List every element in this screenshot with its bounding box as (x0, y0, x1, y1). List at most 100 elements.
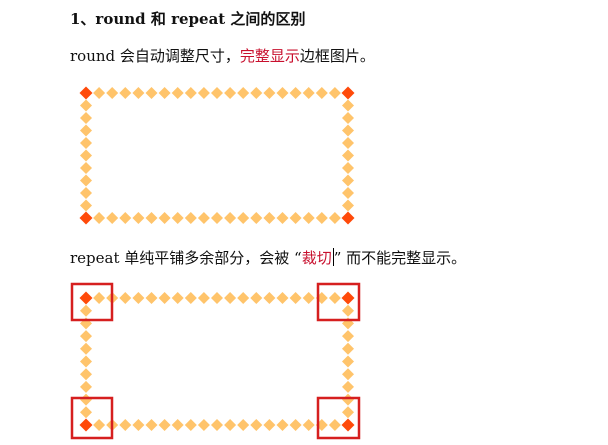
border-edge-tile (237, 292, 250, 304)
repeat-text-after: ” 而不能完整显示。 (333, 249, 467, 267)
round-paragraph: round 会自动调整尺寸，完整显示边框图片。 (70, 45, 375, 66)
border-edge-tile (342, 380, 354, 393)
border-edge-tile (93, 292, 106, 304)
border-edge-tile (315, 212, 328, 224)
border-edge-tile (263, 87, 276, 99)
border-edge-tile (237, 212, 250, 224)
repeat-border-example (79, 291, 355, 432)
border-edge-tile (158, 292, 171, 304)
repeat-text-before: repeat 单纯平铺多余部分，会被 “ (70, 249, 302, 267)
border-edge-tile (302, 212, 315, 224)
border-edge-tile (342, 174, 354, 187)
border-corner-tile (341, 211, 355, 225)
border-corner-tile (341, 86, 355, 100)
border-edge-tile (276, 212, 289, 224)
border-edge-tile (342, 162, 354, 174)
round-text-before: round 会自动调整尺寸， (70, 47, 240, 65)
corner-callout-box (70, 396, 114, 440)
border-edge-tile (250, 419, 263, 431)
border-edge-tile (342, 112, 354, 124)
border-edge-tile (211, 87, 223, 99)
border-edge-tile (263, 419, 276, 431)
border-edge-tile (80, 393, 92, 406)
border-edge-tile (119, 419, 132, 431)
border-edge-tile (276, 419, 289, 431)
border-edge-tile (289, 419, 302, 431)
section-heading: 1、round 和 repeat 之间的区别 (70, 10, 306, 28)
round-text-highlight: 完整显示 (239, 47, 300, 65)
border-edge-tile (197, 419, 210, 431)
border-edge-tile (171, 87, 184, 99)
border-edge-tile (80, 355, 92, 368)
border-edge-tile (328, 419, 341, 431)
border-edge-tile (119, 87, 132, 99)
border-edge-tile (184, 419, 197, 431)
border-edge-tile (211, 212, 223, 224)
border-edge-tile (80, 304, 92, 317)
border-edge-tile (250, 87, 263, 99)
border-edge-tile (119, 212, 132, 224)
border-edge-tile (328, 212, 341, 224)
border-edge-tile (250, 212, 263, 224)
corner-callouts (70, 282, 361, 440)
border-edge-tile (276, 292, 289, 304)
border-edge-tile (158, 212, 171, 224)
border-edge-tile (184, 87, 197, 99)
border-corner-tile (79, 211, 93, 225)
corner-callout-box (316, 282, 361, 322)
border-edge-tile (211, 419, 223, 431)
border-edge-tile (145, 212, 158, 224)
border-edge-tile (342, 187, 354, 199)
border-edge-tile (80, 174, 92, 187)
border-edge-tile (145, 87, 158, 99)
border-edge-tile (132, 419, 145, 431)
border-edge-tile (342, 124, 354, 137)
repeat-paragraph: repeat 单纯平铺多余部分，会被 “裁切” 而不能完整显示。 (70, 247, 466, 268)
border-edge-tile (197, 292, 210, 304)
border-edge-tile (224, 292, 237, 304)
border-edge-tile (158, 419, 171, 431)
border-edge-tile (302, 419, 315, 431)
border-edge-tile (93, 419, 106, 431)
border-edge-tile (342, 406, 354, 419)
border-edge-tile (211, 292, 223, 304)
border-edge-tile (184, 292, 197, 304)
border-edge-tile (80, 162, 92, 174)
border-edge-tile (315, 87, 328, 99)
border-edge-tile (224, 212, 237, 224)
border-edge-tile (80, 368, 92, 381)
border-edge-tile (132, 87, 145, 99)
text-cursor (332, 248, 334, 266)
border-edge-tile (80, 112, 92, 124)
border-edge-tile (171, 419, 184, 431)
border-edge-tile (106, 212, 119, 224)
border-edge-tile (132, 292, 145, 304)
border-edge-tile (80, 187, 92, 199)
border-edge-tile (342, 137, 354, 149)
border-edge-tile (80, 137, 92, 149)
border-corner-tile (341, 418, 355, 432)
border-edge-tile (80, 149, 92, 162)
border-edge-tile (197, 87, 210, 99)
border-edge-tile (119, 292, 132, 304)
corner-callout-box (316, 396, 361, 440)
border-corner-tile (79, 291, 93, 305)
border-edge-tile (328, 292, 341, 304)
repeat-text-highlight: 裁切 (301, 249, 332, 267)
border-edge-tile (342, 199, 354, 212)
border-edge-tile (342, 149, 354, 162)
border-edge-tile (197, 212, 210, 224)
border-corner-tile (341, 291, 355, 305)
border-edge-tile (342, 355, 354, 368)
border-edge-tile (328, 87, 341, 99)
border-edge-tile (106, 87, 119, 99)
border-edge-tile (184, 212, 197, 224)
border-edge-tile (145, 419, 158, 431)
border-edge-tile (171, 292, 184, 304)
border-edge-tile (80, 124, 92, 137)
border-edge-tile (302, 87, 315, 99)
border-edge-tile (80, 330, 92, 343)
border-edge-tile (263, 292, 276, 304)
